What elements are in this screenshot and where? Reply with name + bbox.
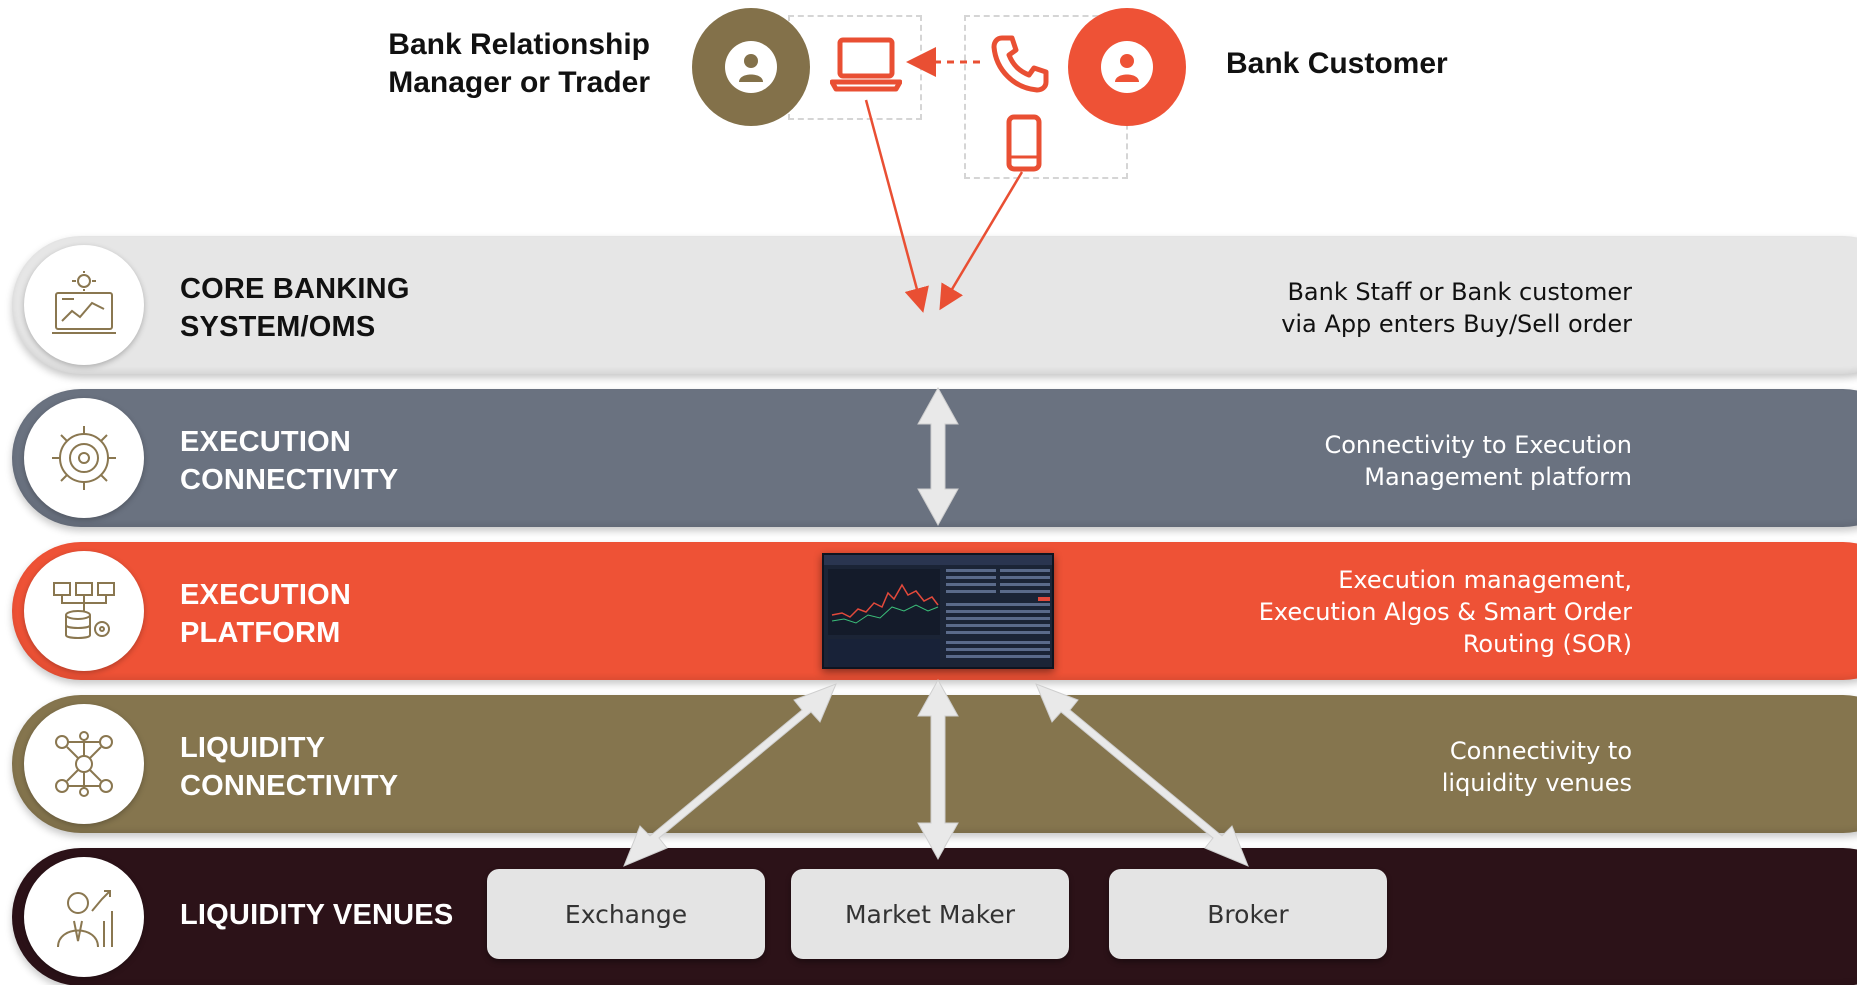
core-to-execution-double-arrow <box>917 386 959 527</box>
layer-title: LIQUIDITY VENUES <box>180 896 453 934</box>
venue-exchange: Exchange <box>487 869 765 959</box>
layer-icon-holder <box>24 704 144 824</box>
laptop-to-core-arrow <box>864 99 929 313</box>
analytics-monitor-icon <box>52 271 116 334</box>
trading-platform-screenshot <box>822 553 1054 669</box>
venue-broker: Broker <box>1109 869 1387 959</box>
layer-title-line2: CONNECTIVITY <box>180 770 399 802</box>
layer-description-line2: Management platform <box>1364 463 1632 491</box>
user-icon <box>1101 41 1153 93</box>
venue-market-maker: Market Maker <box>791 869 1069 959</box>
layer-description: Connectivity to Execution Management pla… <box>1072 429 1632 493</box>
layer-description-line3: Routing (SOR) <box>1462 630 1632 658</box>
layer-description-line1: Execution management, <box>1338 566 1632 594</box>
manager-avatar <box>692 8 810 126</box>
businessman-growth-icon <box>57 890 113 948</box>
layer-description-line1: Connectivity to <box>1449 737 1632 765</box>
mobile-phone-icon <box>1006 114 1042 172</box>
phone-icon <box>991 35 1049 93</box>
layer-title-line1: EXECUTION <box>180 579 351 611</box>
customer-avatar <box>1068 8 1186 126</box>
layer-icon-holder <box>24 857 144 977</box>
layer-title-line1: CORE BANKING <box>180 273 410 305</box>
user-icon <box>725 41 777 93</box>
platform-to-exchange-double-arrow <box>623 683 837 867</box>
layer-description-line1: Bank Staff or Bank customer <box>1287 278 1632 306</box>
platform-to-broker-double-arrow <box>1035 683 1249 867</box>
layer-title: CORE BANKING SYSTEM/OMS <box>180 270 410 346</box>
customer-label: Bank Customer <box>1226 47 1448 80</box>
layer-title: LIQUIDITY CONNECTIVITY <box>180 729 398 805</box>
layer-title-line2: CONNECTIVITY <box>180 464 399 496</box>
server-database-icon <box>53 582 115 639</box>
layer-description: Execution management, Execution Algos & … <box>1072 564 1632 660</box>
trading-chart-graphic <box>824 555 1052 667</box>
layer-icon-holder <box>24 245 144 365</box>
manager-label-line1: Bank Relationship <box>388 28 650 61</box>
layer-description: Connectivity to liquidity venues <box>1072 735 1632 799</box>
layer-description-line2: Execution Algos & Smart Order <box>1258 598 1632 626</box>
laptop-icon <box>830 37 902 92</box>
platform-to-market-maker-double-arrow <box>917 678 959 861</box>
layer-title-line2: SYSTEM/OMS <box>180 311 376 343</box>
layer-description-line2: liquidity venues <box>1441 769 1632 797</box>
network-nodes-icon <box>55 731 113 797</box>
layer-icon-holder <box>24 398 144 518</box>
gear-connectivity-icon <box>52 426 116 490</box>
manager-label-line2: Manager or Trader <box>388 66 650 99</box>
manager-label: Bank Relationship Manager or Trader <box>370 26 650 102</box>
layer-title-line1: LIQUIDITY VENUES <box>180 899 454 931</box>
layer-description-line1: Connectivity to Execution <box>1324 431 1632 459</box>
layer-title-line1: EXECUTION <box>180 426 351 458</box>
mobile-to-core-arrow <box>939 171 1024 311</box>
layer-title-line1: LIQUIDITY <box>180 732 326 764</box>
layer-title: EXECUTION PLATFORM <box>180 576 351 652</box>
layer-core-banking: CORE BANKING SYSTEM/OMS Bank Staff or Ba… <box>12 236 1857 374</box>
layer-title-line2: PLATFORM <box>180 617 341 649</box>
layer-description: Bank Staff or Bank customer via App ente… <box>1072 276 1632 340</box>
layer-description-line2: via App enters Buy/Sell order <box>1281 310 1632 338</box>
layer-title: EXECUTION CONNECTIVITY <box>180 423 398 499</box>
layer-icon-holder <box>24 551 144 671</box>
